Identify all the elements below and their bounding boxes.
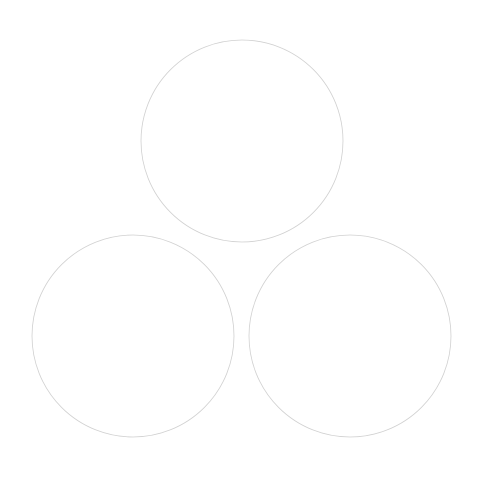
circle-bottom-right (248, 234, 452, 438)
circle-bottom-left (31, 234, 235, 438)
circle-top (140, 39, 344, 243)
